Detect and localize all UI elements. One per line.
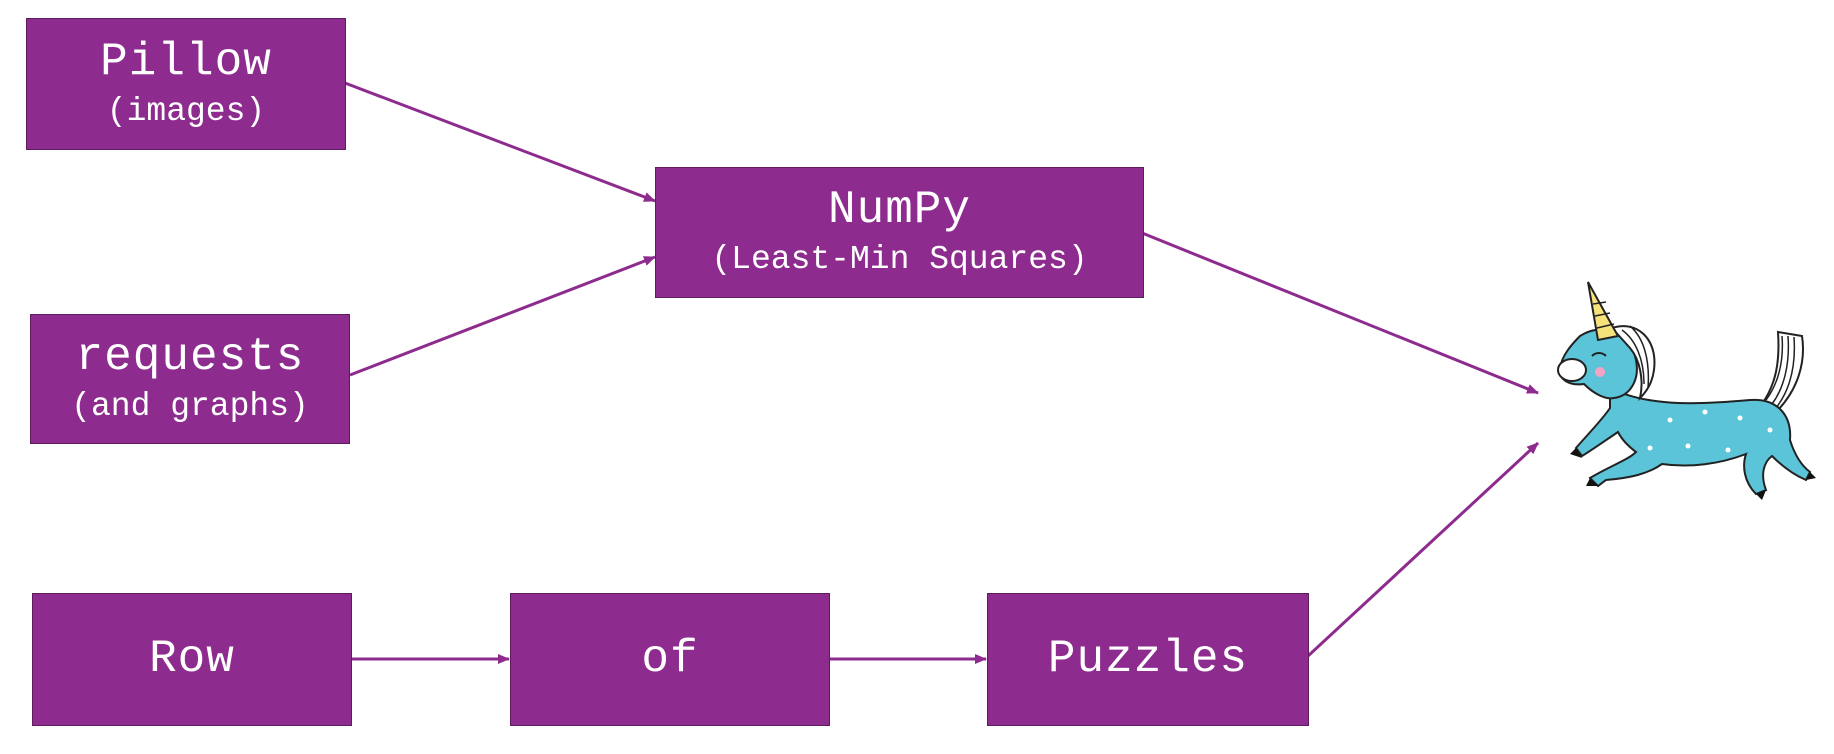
node-of-title: of bbox=[641, 633, 699, 686]
node-pillow: Pillow (images) bbox=[26, 18, 346, 150]
node-requests: requests (and graphs) bbox=[30, 314, 350, 444]
node-of: of bbox=[510, 593, 830, 726]
node-requests-subtitle: (and graphs) bbox=[71, 387, 309, 425]
node-puzzles: Puzzles bbox=[987, 593, 1309, 726]
arrow-numpy-to-unicorn bbox=[1141, 231, 1539, 395]
arrow-requests-to-numpy bbox=[349, 255, 656, 377]
arrow-pillow-to-numpy bbox=[344, 81, 656, 203]
node-pillow-title: Pillow bbox=[100, 35, 272, 88]
node-row: Row bbox=[32, 593, 352, 726]
arrow-puzzles-to-unicorn bbox=[1306, 441, 1540, 658]
node-numpy-title: NumPy bbox=[827, 184, 972, 237]
node-requests-title: requests bbox=[75, 330, 305, 383]
node-puzzles-title: Puzzles bbox=[1047, 633, 1249, 686]
node-numpy: NumPy (Least-Min Squares) bbox=[655, 167, 1144, 298]
node-row-title: Row bbox=[149, 633, 235, 686]
unicorn-icon bbox=[1557, 281, 1816, 500]
node-numpy-subtitle: (Least-Min Squares) bbox=[711, 241, 1088, 278]
node-pillow-subtitle: (images) bbox=[106, 92, 266, 130]
